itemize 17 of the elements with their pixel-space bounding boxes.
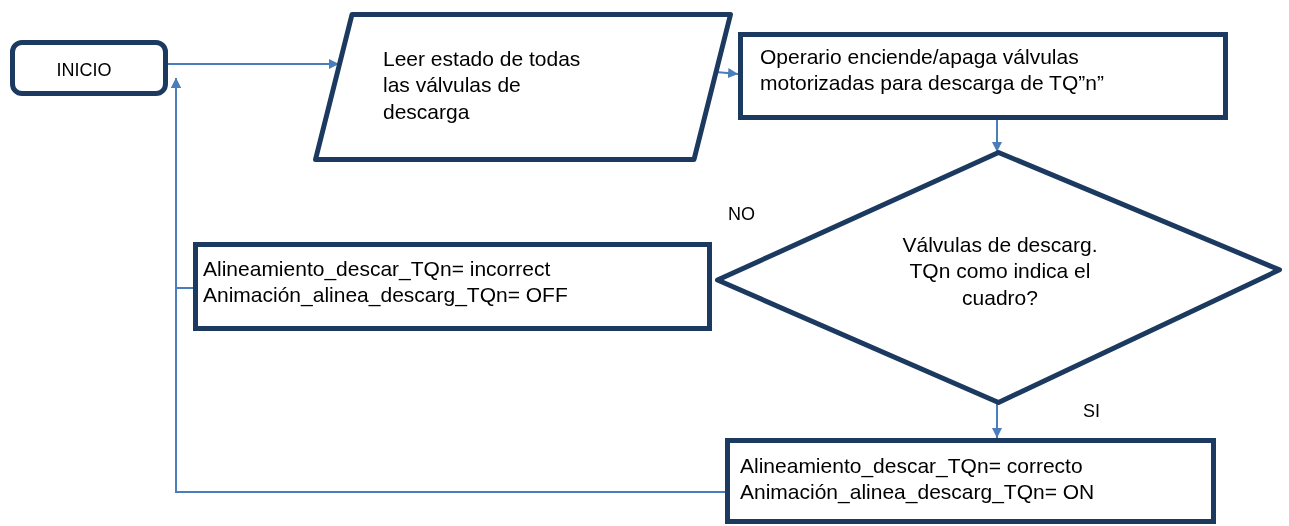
node-text: INICIO — [55, 59, 113, 82]
input-parallelogram — [313, 12, 733, 162]
branch-label: SI — [1083, 401, 1100, 422]
arrow — [171, 77, 726, 493]
start-terminal — [10, 40, 168, 96]
process-box — [725, 438, 1216, 524]
decision-diamond — [715, 150, 1282, 405]
arrow — [992, 119, 1002, 153]
arrow — [992, 402, 1002, 439]
branch-label: NO — [728, 204, 755, 225]
node-text: Leer estado de todas las válvulas de descarga — [383, 46, 582, 125]
node-text: Alineamiento_descar_TQn= incorrect Animación_alinea_descarg_TQn= OFF — [203, 256, 569, 309]
node-text: Válvulas de descarg. TQn como indica el cuadro? — [901, 232, 1099, 311]
process-box — [738, 32, 1228, 120]
process-box — [193, 242, 712, 331]
node-text: Alineamiento_descar_TQn= correcto Animación_alinea_descarg_TQn= ON — [740, 453, 1096, 506]
node-text: Operario enciende/apaga válvulas motorizadas para descarga de TQ”n” — [760, 44, 1105, 97]
